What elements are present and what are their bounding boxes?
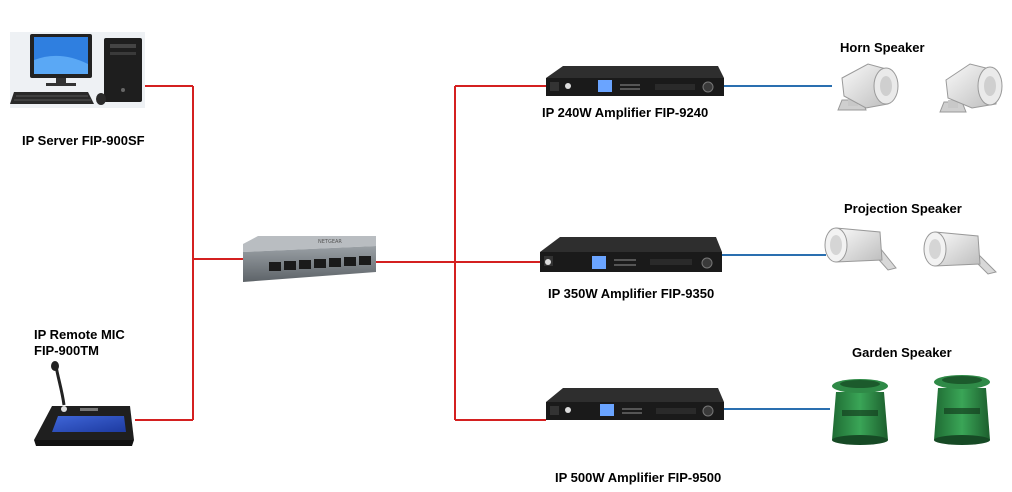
garden-speaker-label: Garden Speaker [852, 345, 952, 360]
mic-screen-icon [52, 416, 126, 432]
horn-speaker-label: Horn Speaker [840, 40, 925, 55]
ethernet-ports-icon [269, 256, 371, 271]
network-switch: NETGEAR [243, 236, 376, 282]
microphone-gooseneck-icon [54, 365, 66, 406]
amp-240-label: IP 240W Amplifier FIP-9240 [542, 105, 709, 120]
projection-speaker-1 [824, 227, 897, 271]
projection-speaker-label: Projection Speaker [844, 201, 962, 216]
amplifier-240-unit [546, 66, 724, 96]
amp-display-icon [598, 80, 612, 92]
amplifier-500-unit [546, 388, 724, 420]
server-label: IP Server FIP-900SF [22, 133, 145, 148]
server-computer [10, 32, 145, 108]
mouse-icon [96, 93, 106, 105]
keyboard-icon [10, 92, 94, 104]
remote-mic-label-line2: FIP-900TM [34, 343, 100, 358]
amplifier-350-unit [540, 237, 722, 272]
amp-knob-icon [701, 257, 713, 269]
amp-350-label: IP 350W Amplifier FIP-9350 [548, 286, 715, 301]
garden-speaker-1 [832, 379, 888, 445]
amp-display-icon [592, 256, 606, 269]
remote-mic-label-line1: IP Remote MIC [34, 327, 125, 342]
garden-speaker-2 [934, 375, 990, 445]
amp-display-icon [600, 404, 614, 416]
remote-mic-device [34, 361, 134, 446]
amp-500-label: IP 500W Amplifier FIP-9500 [555, 470, 722, 485]
projection-speaker-2 [923, 231, 997, 275]
amp-knob-icon [702, 81, 714, 93]
network-lines [135, 85, 546, 421]
amp-knob-icon [702, 405, 714, 417]
horn-speaker-2 [939, 63, 1003, 113]
svg-text:NETGEAR: NETGEAR [318, 239, 342, 245]
audio-lines [722, 85, 832, 410]
horn-speaker-1 [837, 63, 899, 111]
